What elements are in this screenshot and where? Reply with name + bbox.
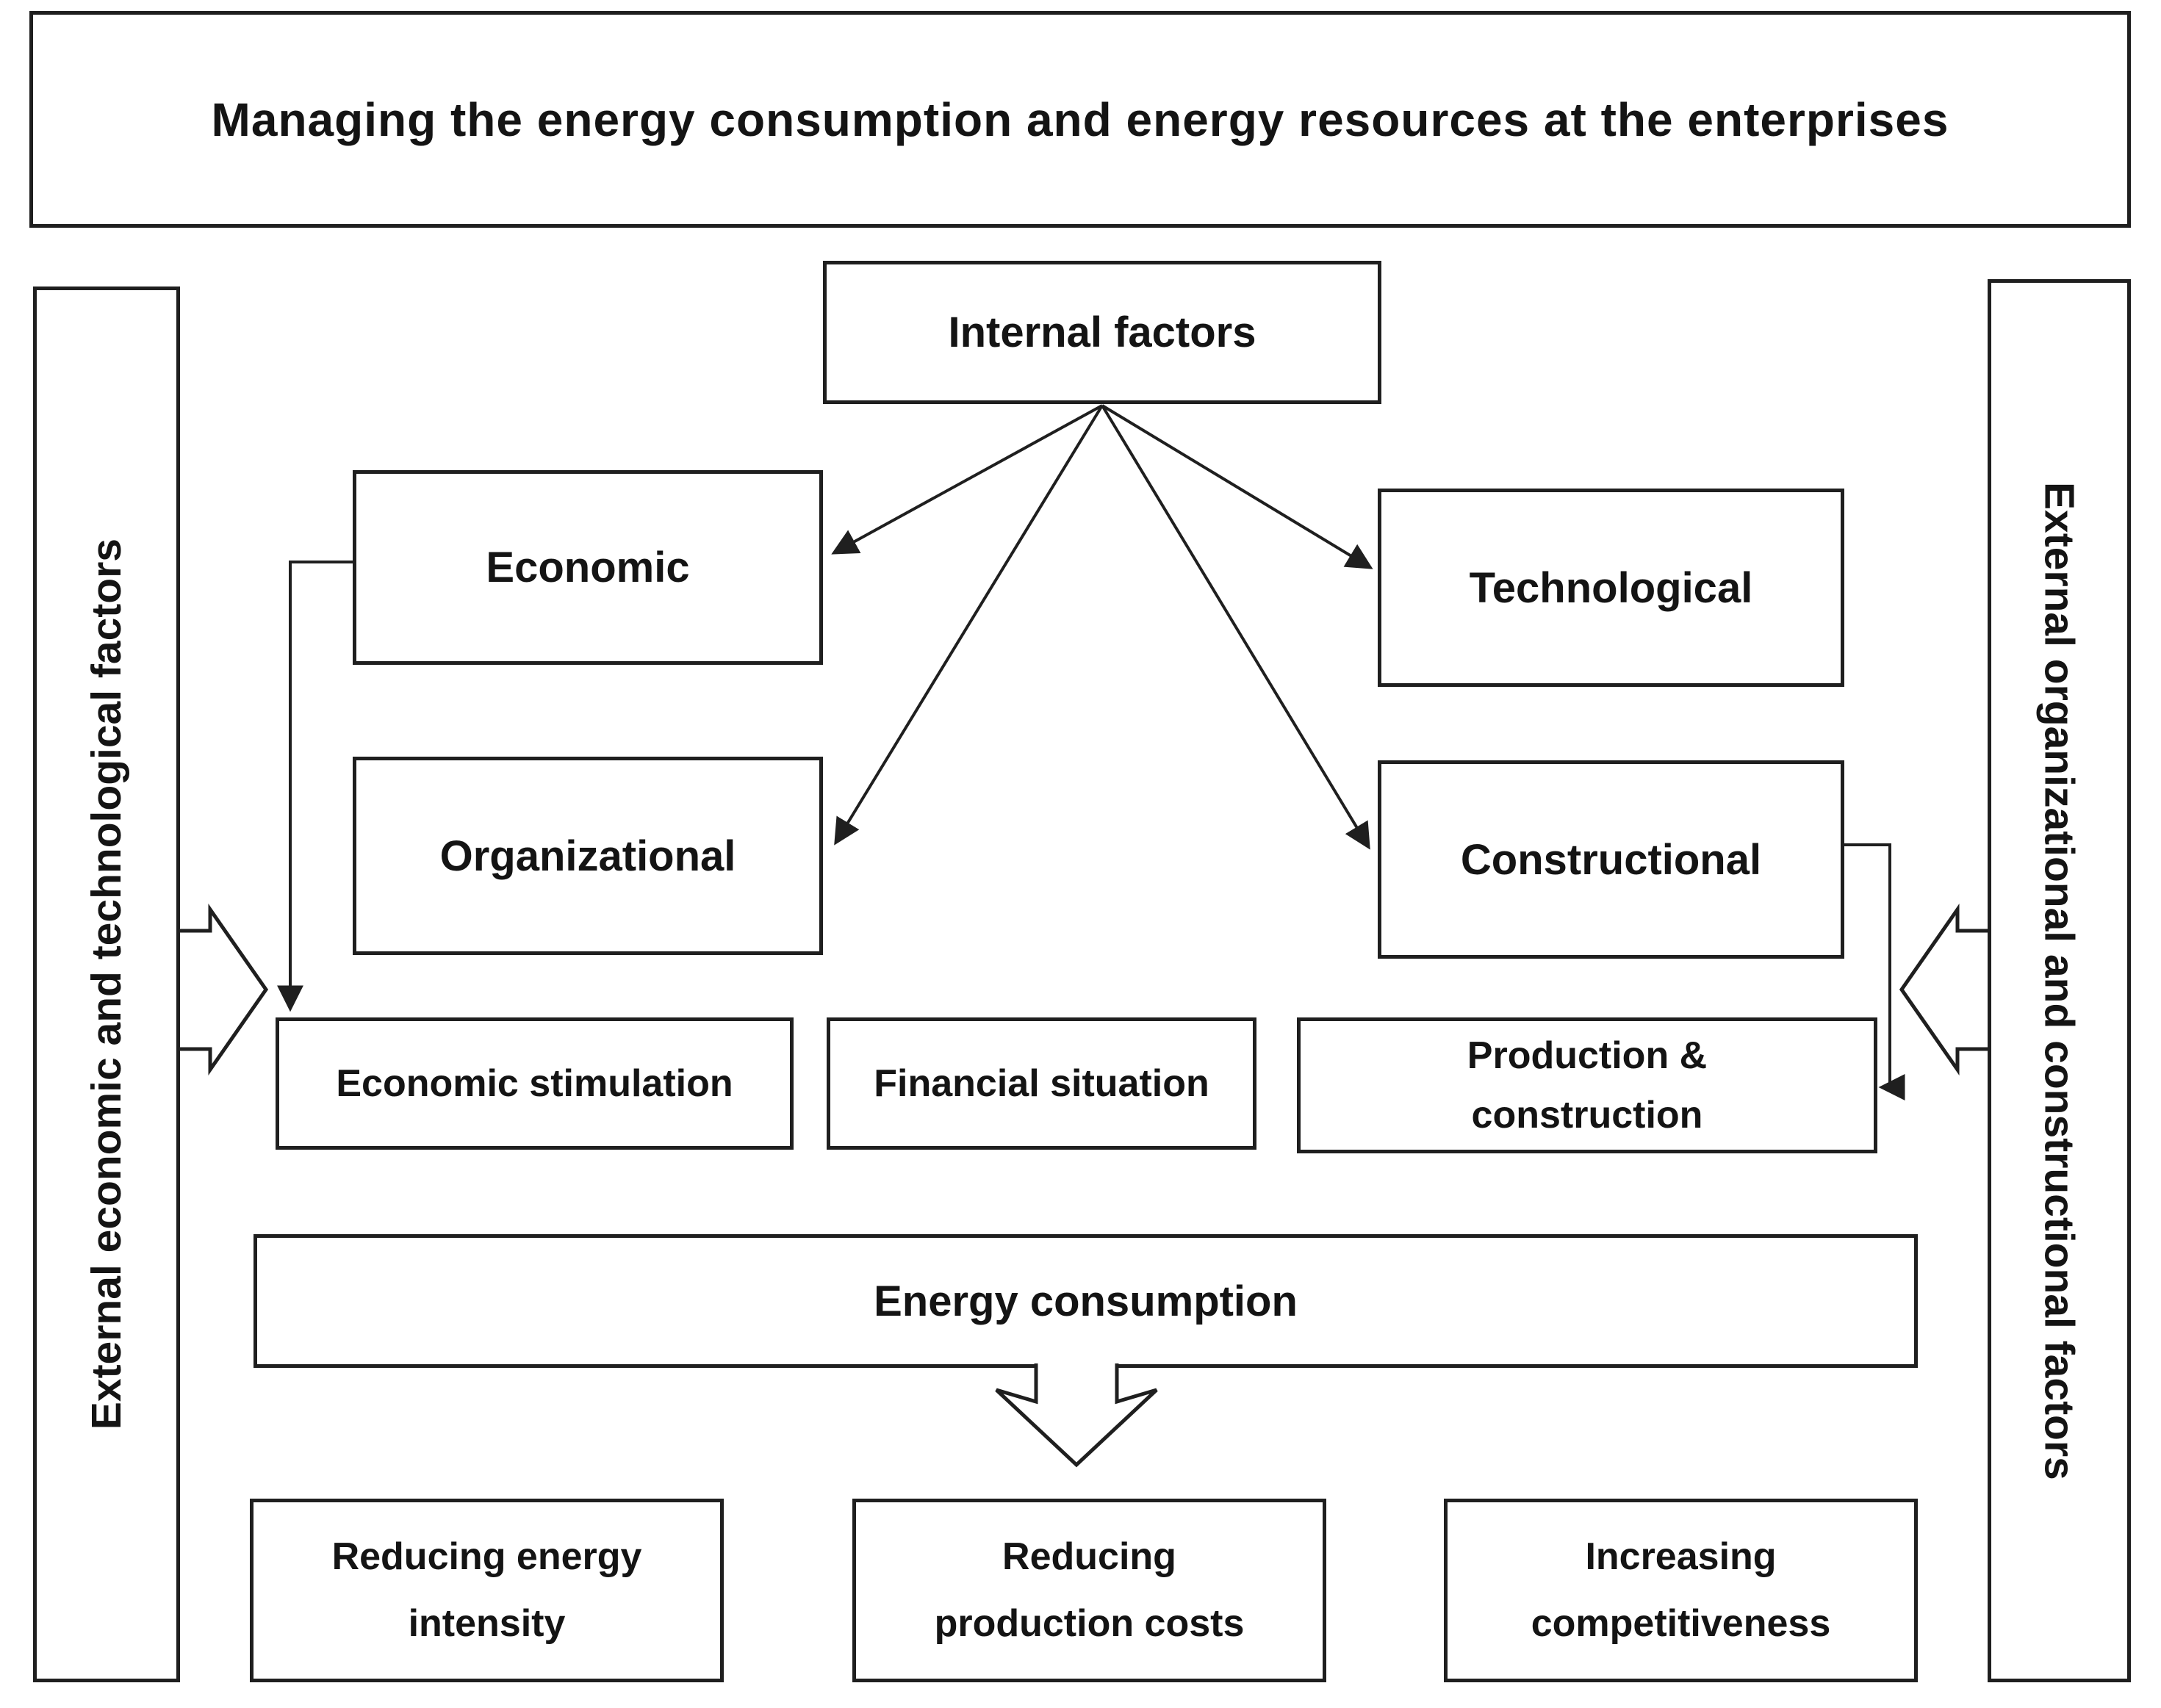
node-economic-stimulation: Economic stimulation [276,1017,794,1150]
arrow-internal-to-organizational [834,404,1104,846]
node-production-construction: Production & construction [1297,1017,1877,1153]
node-technological: Technological [1378,489,1844,687]
title-box: Managing the energy consumption and ener… [29,11,2131,228]
node-reducing-production-costs: Reducing production costs [852,1499,1326,1682]
block-arrow-right-inward [1899,904,1988,1075]
node-constructional: Constructional [1378,760,1844,959]
arrow-internal-to-economic [831,404,1103,555]
node-increasing-competitiveness: Increasing competitiveness [1444,1499,1918,1682]
diagram-title: Managing the energy consumption and ener… [211,93,1949,146]
node-financial-situation: Financial situation [827,1017,1256,1150]
node-economic-stimulation-label: Economic stimulation [336,1062,733,1105]
left-external-factors-bar: External economic and technological fact… [33,287,180,1682]
node-constructional-label: Constructional [1460,835,1762,884]
right-bar-label: External organizational and construction… [2035,481,2083,1480]
node-reducing-energy-intensity-label: Reducing energy intensity [331,1535,642,1645]
node-reducing-energy-intensity: Reducing energy intensity [250,1499,724,1682]
left-bar-label: External economic and technological fact… [83,538,130,1430]
node-production-construction-label: Production & construction [1467,1034,1708,1136]
node-increasing-competitiveness-label: Increasing competitiveness [1531,1535,1831,1645]
node-financial-situation-label: Financial situation [874,1062,1209,1105]
node-reducing-production-costs-label: Reducing production costs [934,1535,1245,1645]
node-economic-label: Economic [486,544,690,591]
node-technological-label: Technological [1469,563,1753,612]
block-arrow-left-inward [180,904,269,1075]
elbow-economic-to-stimulation [277,561,353,1012]
arrow-internal-to-technological [1101,404,1373,569]
node-organizational: Organizational [353,757,823,955]
arrow-internal-to-constructional [1101,404,1370,850]
node-internal-factors: Internal factors [823,261,1381,404]
block-arrow-down-outcomes [995,1363,1158,1468]
node-energy-consumption-label: Energy consumption [874,1277,1298,1325]
node-organizational-label: Organizational [439,832,736,880]
right-external-factors-bar: External organizational and construction… [1988,279,2131,1682]
node-energy-consumption: Energy consumption [254,1234,1918,1368]
node-internal-factors-label: Internal factors [948,309,1256,356]
node-economic: Economic [353,470,823,665]
